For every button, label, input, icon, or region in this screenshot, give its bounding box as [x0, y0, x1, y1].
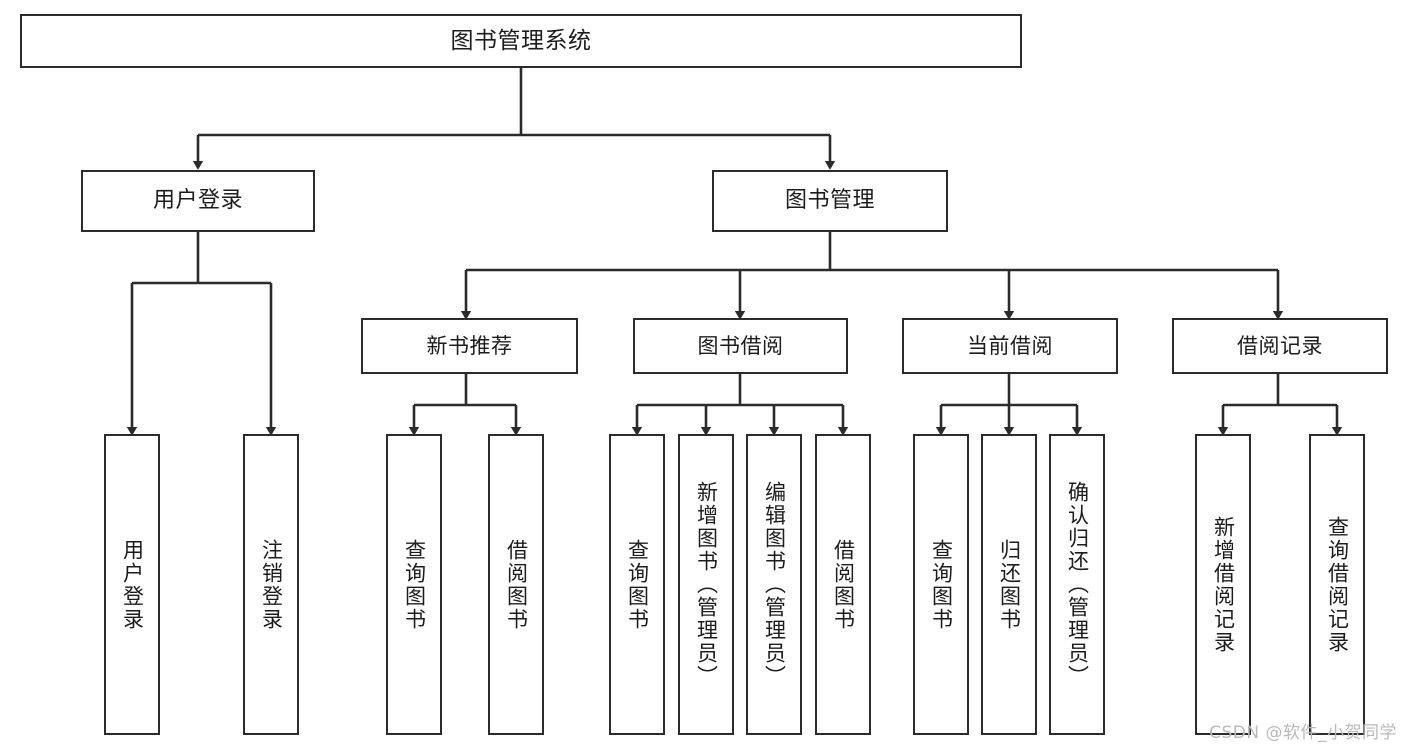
watermark-text: CSDN @软件_小贺同学	[1209, 723, 1397, 743]
node-label: 新增借阅记录	[1211, 515, 1236, 654]
node-label: 查询借阅记录	[1325, 515, 1350, 654]
leaf-new-book-query[interactable]: 查询图书	[386, 434, 442, 735]
leaf-borrow-edit-book[interactable]: 编辑图书（管理员）	[746, 434, 802, 735]
leaf-current-query-book[interactable]: 查询图书	[913, 434, 969, 735]
node-label: 图书管理	[784, 188, 875, 214]
leaf-record-query[interactable]: 查询借阅记录	[1309, 434, 1365, 735]
node-label: 注销登录	[259, 538, 284, 631]
node-label: 确认归还（管理员）	[1065, 481, 1090, 688]
node-label: 借阅图书	[831, 538, 856, 631]
node-label: 编辑图书（管理员）	[762, 481, 787, 688]
leaf-borrow-add-book[interactable]: 新增图书（管理员）	[678, 434, 734, 735]
node-label: 当前借阅	[967, 333, 1053, 358]
node-label: 查询图书	[929, 538, 954, 631]
node-label: 归还图书	[997, 538, 1022, 631]
leaf-current-return-book[interactable]: 归还图书	[981, 434, 1037, 735]
node-user-login[interactable]: 用户登录	[81, 170, 315, 232]
node-label: 新书推荐	[426, 333, 513, 358]
node-label: 图书管理系统	[450, 27, 592, 54]
node-label: 借阅图书	[504, 538, 529, 631]
node-label: 图书借阅	[697, 333, 784, 358]
node-book-borrow[interactable]: 图书借阅	[633, 318, 848, 374]
node-root-system[interactable]: 图书管理系统	[20, 14, 1022, 68]
node-borrow-record[interactable]: 借阅记录	[1172, 318, 1388, 374]
leaf-user-login-logout[interactable]: 注销登录	[243, 434, 299, 735]
node-book-management[interactable]: 图书管理	[712, 170, 948, 232]
node-new-book-recommend[interactable]: 新书推荐	[361, 318, 578, 374]
node-label: 查询图书	[625, 538, 650, 631]
node-label: 新增图书（管理员）	[694, 481, 719, 688]
node-label: 用户登录	[152, 188, 243, 214]
node-current-borrow[interactable]: 当前借阅	[902, 318, 1118, 374]
leaf-new-book-borrow[interactable]: 借阅图书	[488, 434, 544, 735]
leaf-current-confirm-return[interactable]: 确认归还（管理员）	[1049, 434, 1105, 735]
leaf-record-add[interactable]: 新增借阅记录	[1195, 434, 1251, 735]
leaf-borrow-borrow-book[interactable]: 借阅图书	[815, 434, 871, 735]
node-label: 用户登录	[120, 538, 145, 631]
node-label: 借阅记录	[1237, 333, 1323, 358]
node-label: 查询图书	[402, 538, 427, 631]
leaf-borrow-query-book[interactable]: 查询图书	[609, 434, 665, 735]
leaf-user-login-login[interactable]: 用户登录	[104, 434, 160, 735]
